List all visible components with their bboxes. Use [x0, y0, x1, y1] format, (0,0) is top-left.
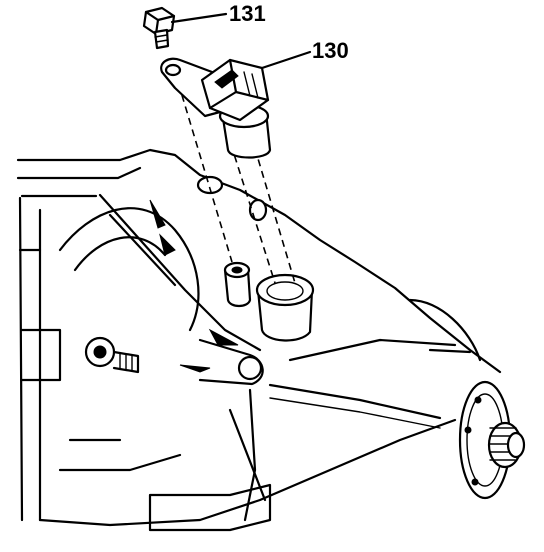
callout-leader-131 [170, 12, 228, 24]
callout-leader-130 [260, 50, 312, 70]
output-flange [458, 380, 526, 500]
mounting-bolt [142, 6, 176, 50]
callout-label-130: 130 [312, 38, 349, 63]
callout-label-131: 131 [229, 1, 266, 26]
speed-sensor [160, 57, 272, 159]
sensor-bore [196, 175, 315, 342]
transmission-housing [16, 148, 502, 532]
